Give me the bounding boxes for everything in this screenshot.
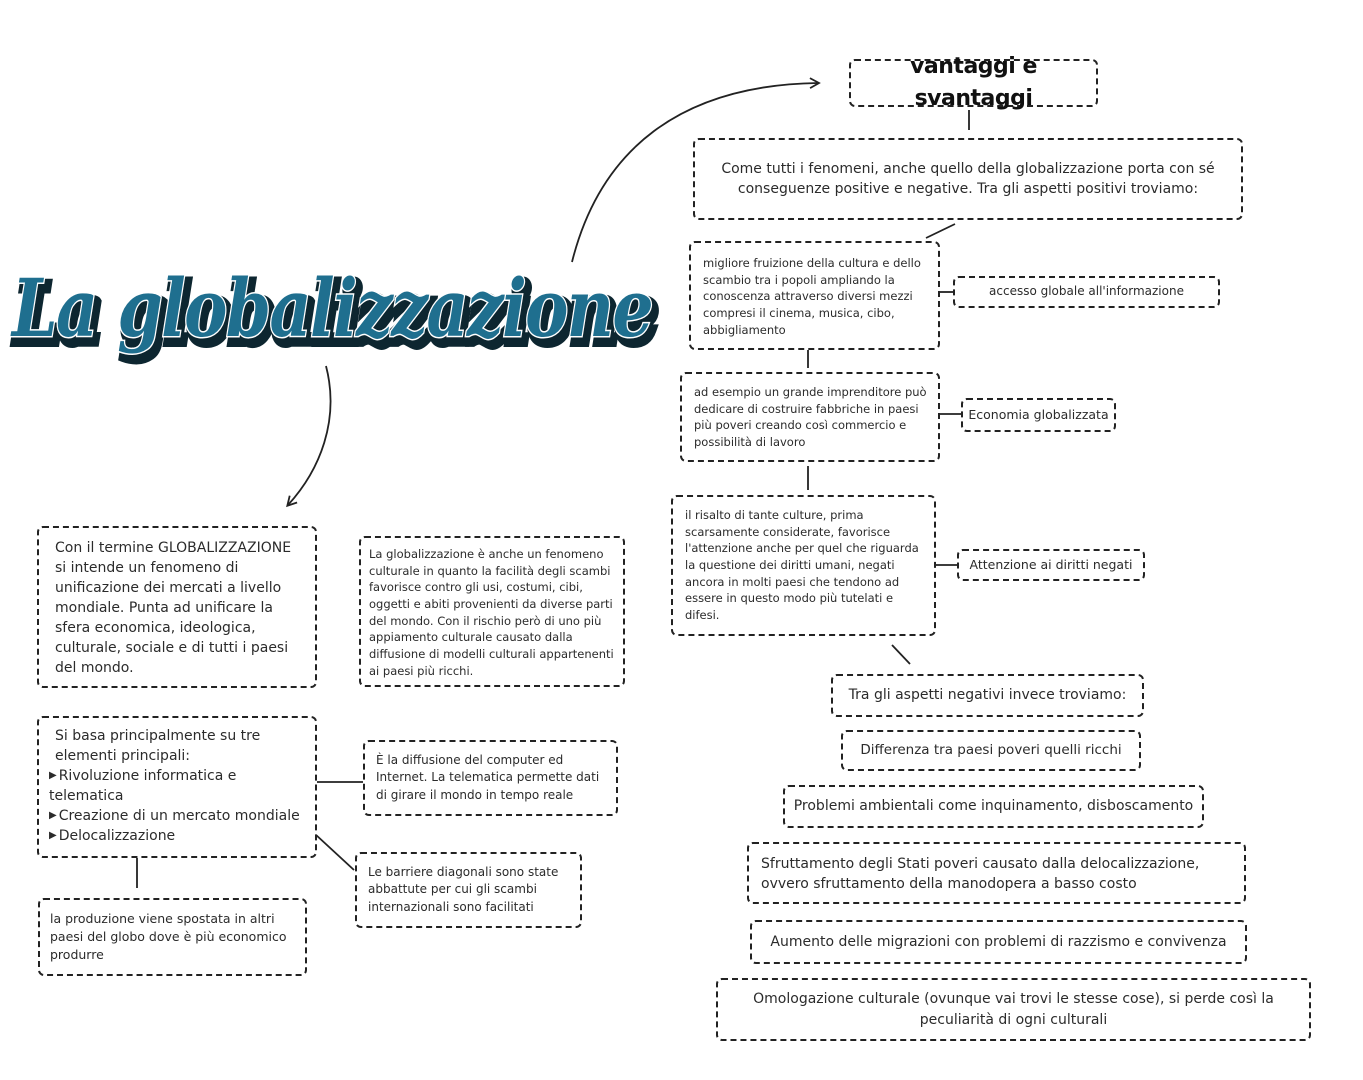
positive-label-1-text: accesso globale all'informazione	[989, 284, 1184, 299]
negative-item-1: Differenza tra paesi poveri quelli ricch…	[841, 730, 1141, 771]
delocalization-box: la produzione viene spostata in altri pa…	[38, 898, 307, 976]
positive-detail-3: il risalto di tante culture, prima scars…	[671, 495, 936, 636]
cultural-box: La globalizzazione è anche un fenomeno c…	[359, 536, 625, 687]
negative-item-2: Problemi ambientali come inquinamento, d…	[783, 785, 1204, 828]
cultural-text: La globalizzazione è anche un fenomeno c…	[369, 547, 614, 678]
positive-label-2: Economia globalizzata	[961, 398, 1116, 432]
definition-text: Con il termine GLOBALIZZAZIONE si intend…	[55, 540, 292, 677]
intro-text: Come tutti i fenomeni, anche quello dell…	[721, 160, 1215, 197]
delocalization-text: la produzione viene spostata in altri pa…	[50, 911, 287, 963]
negatives-intro-box: Tra gli aspetti negativi invece troviamo…	[831, 674, 1144, 717]
triangle-bullet-icon: ▶	[49, 770, 57, 782]
barriers-text: Le barriere diagonali sono state abbattu…	[368, 865, 559, 914]
title-shadow: La globalizzazione	[14, 267, 656, 361]
negative-item-4-text: Aumento delle migrazioni con problemi di…	[770, 933, 1227, 950]
elements-box: Si basa principalmente su tre elementi p…	[37, 716, 317, 858]
negative-item-1-text: Differenza tra paesi poveri quelli ricch…	[860, 741, 1122, 758]
triangle-bullet-icon: ▶	[49, 830, 57, 842]
definition-box: Con il termine GLOBALIZZAZIONE si intend…	[37, 526, 317, 688]
header-box: vantaggi e svantaggi	[849, 54, 1098, 111]
positive-label-3: Attenzione ai diritti negati	[957, 549, 1145, 581]
title-main: La globalizzazione	[10, 261, 652, 355]
elements-item-2: ▶Creazione di un mercato mondiale	[49, 808, 300, 825]
positive-detail-2: ad esempio un grande imprenditore può de…	[680, 372, 940, 462]
page-title: La globalizzazione La globalizzazione	[8, 248, 668, 368]
telematics-text: È la diffusione del computer ed Internet…	[376, 753, 600, 802]
positive-label-3-text: Attenzione ai diritti negati	[969, 556, 1133, 572]
negative-item-5-text: Omologazione culturale (ovunque vai trov…	[753, 991, 1274, 1028]
arrow-title-to-definition	[286, 365, 332, 508]
positive-detail-2-text: ad esempio un grande imprenditore può de…	[694, 385, 927, 450]
positive-label-1: accesso globale all'informazione	[953, 276, 1220, 308]
elements-intro: Si basa principalmente su tre elementi p…	[55, 728, 261, 765]
positive-detail-1: migliore fruizione della cultura e dello…	[689, 241, 940, 350]
negative-item-4: Aumento delle migrazioni con problemi di…	[750, 920, 1247, 964]
title-graphic: La globalizzazione La globalizzazione	[9, 260, 663, 367]
header-text: vantaggi e svantaggi	[910, 54, 1037, 111]
negative-item-2-text: Problemi ambientali come inquinamento, d…	[793, 798, 1194, 815]
positive-detail-3-text: il risalto di tante culture, prima scars…	[685, 508, 919, 623]
elements-item-1: ▶Rivoluzione informatica e telematica	[49, 768, 237, 805]
positive-label-2-text: Economia globalizzata	[968, 406, 1109, 422]
barriers-box: Le barriere diagonali sono state abbattu…	[355, 852, 582, 928]
intro-box: Come tutti i fenomeni, anche quello dell…	[693, 138, 1243, 220]
negative-item-3: Sfruttamento degli Stati poveri causato …	[747, 842, 1246, 904]
negatives-intro-text: Tra gli aspetti negativi invece troviamo…	[848, 687, 1127, 704]
negative-item-5: Omologazione culturale (ovunque vai trov…	[716, 978, 1311, 1041]
telematics-box: È la diffusione del computer ed Internet…	[363, 740, 618, 816]
positive-detail-1-text: migliore fruizione della cultura e dello…	[703, 256, 921, 337]
elements-item-3: ▶Delocalizzazione	[49, 828, 176, 845]
triangle-bullet-icon: ▶	[49, 810, 57, 822]
negative-item-3-text: Sfruttamento degli Stati poveri causato …	[761, 856, 1200, 893]
